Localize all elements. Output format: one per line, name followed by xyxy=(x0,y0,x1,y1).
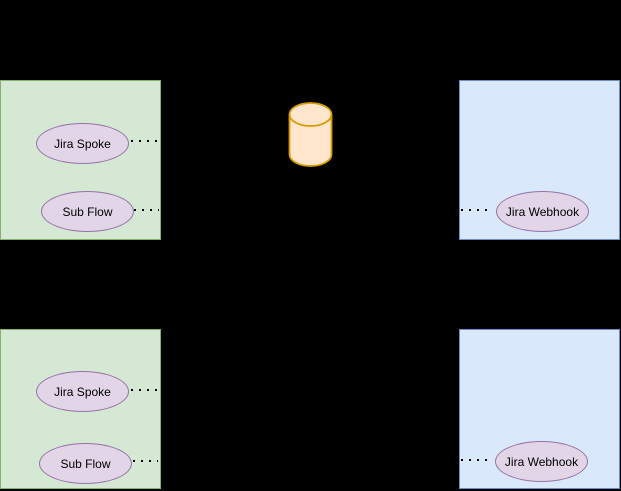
dotted-connector-bottom-jira-spoke xyxy=(131,389,158,391)
node-jira-spoke: Jira Spoke xyxy=(36,371,129,412)
node-jira-webhook: Jira Webhook xyxy=(496,191,589,232)
node-jira-spoke: Jira Spoke xyxy=(36,123,129,164)
node-label: Jira Spoke xyxy=(54,136,111,151)
database-cylinder-icon xyxy=(288,102,333,168)
node-label: Sub Flow xyxy=(60,456,111,471)
node-label: Jira Webhook xyxy=(504,454,579,469)
container-top-left: Jira Spoke Sub Flow xyxy=(0,80,161,240)
node-label: Jira Spoke xyxy=(54,384,111,399)
node-sub-flow: Sub Flow xyxy=(39,443,132,484)
node-jira-webhook: Jira Webhook xyxy=(495,441,588,482)
dotted-connector-top-sub-flow xyxy=(134,209,159,211)
dotted-connector-bottom-sub-flow xyxy=(133,460,158,462)
dotted-connector-top-jira-spoke xyxy=(131,140,158,142)
node-label: Sub Flow xyxy=(62,204,113,219)
container-bottom-left: Jira Spoke Sub Flow xyxy=(0,329,161,489)
node-sub-flow: Sub Flow xyxy=(41,191,134,232)
container-bottom-right: Jira Webhook xyxy=(459,329,620,489)
dotted-connector-bottom-jira-webhook xyxy=(461,459,489,461)
node-label: Jira Webhook xyxy=(505,204,580,219)
container-top-right: Jira Webhook xyxy=(459,80,620,240)
dotted-connector-top-jira-webhook xyxy=(461,209,489,211)
